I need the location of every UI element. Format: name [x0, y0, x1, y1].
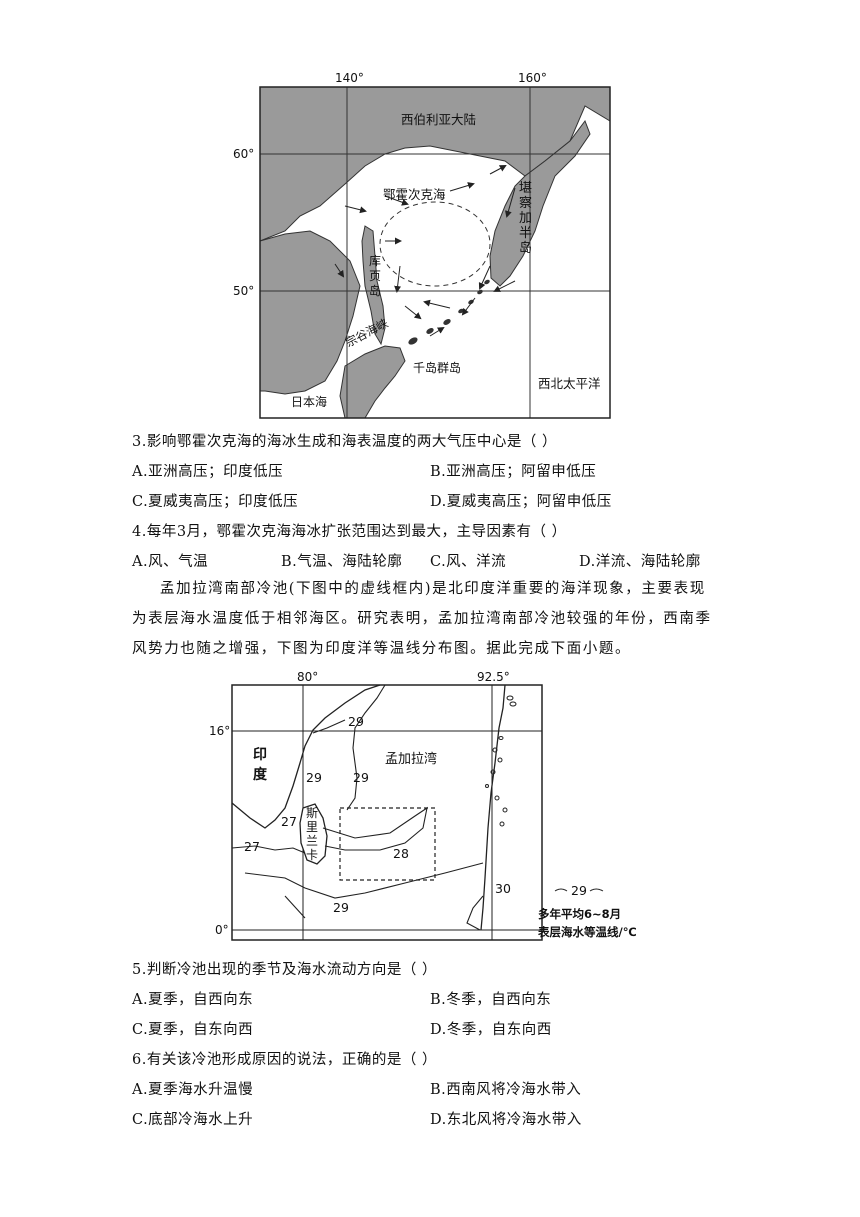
q4-stem: 4.每年3月，鄂霍次克海海冰扩张范围达到最大，主导因素有（ ） — [132, 524, 567, 540]
q3-option-c: C.夏威夷高压；印度低压 — [132, 494, 299, 510]
q6-option-d: D.东北风将冷海水带入 — [430, 1112, 582, 1128]
q5-stem: 5.判断冷池出现的季节及海水流动方向是（ ） — [132, 962, 437, 978]
bay-label: 孟加拉湾 — [385, 751, 437, 767]
lat-60-label: 60° — [233, 147, 254, 161]
sakhalin-label: 库页岛 — [369, 254, 382, 298]
pacific-label: 西北太平洋 — [538, 376, 601, 391]
india-label: 印度 — [253, 747, 267, 783]
isotherm-label-29d: 29 — [333, 900, 349, 915]
lon-80-label: 80° — [297, 670, 318, 684]
okhotsk-map: 140° 160° 60° 50° 西伯利亚大陆 鄂霍次克海 千岛群岛 西北太平… — [225, 66, 615, 422]
srilanka-island — [299, 803, 328, 865]
q3-option-b: B.亚洲高压；阿留申低压 — [430, 464, 597, 480]
isotherm-label-28: 28 — [393, 846, 409, 861]
isotherm-label-29b: 29 — [306, 770, 322, 785]
isotherm-label-27b: 27 — [244, 839, 260, 854]
q3-stem: 3.影响鄂霍次克海的海冰生成和海表温度的两大气压中心是（ ） — [132, 434, 557, 450]
kuril-label: 千岛群岛 — [413, 360, 461, 375]
isotherm-label-27a: 27 — [281, 814, 297, 829]
q5-option-d: D.冬季，自东向西 — [430, 1022, 552, 1038]
india-coastline — [231, 684, 381, 829]
q6-option-a: A.夏季海水升温慢 — [132, 1082, 254, 1098]
legend-line-1: 多年平均6~8月 — [538, 907, 621, 921]
q6-option-c: C.底部冷海水上升 — [132, 1112, 254, 1128]
japansea-label: 日本海 — [291, 394, 327, 409]
q5-option-b: B.冬季，自西向东 — [430, 992, 552, 1008]
q4-option-b: B.气温、海陆轮廓 — [281, 554, 403, 570]
legend-line-2: 表层海水等温线/℃ — [537, 925, 637, 939]
andaman-islands — [485, 695, 517, 827]
kamchatka-label: 堪察加半岛 — [519, 181, 533, 256]
q3-option-a: A.亚洲高压；印度低压 — [132, 464, 284, 480]
isotherm-label-30: 30 — [495, 881, 511, 896]
bengal-map: 29 29 29 27 27 28 29 30 80° 92.5° 16° 0°… — [205, 668, 675, 950]
japan-land — [339, 345, 406, 419]
q4-option-a: A.风、气温 — [132, 554, 209, 570]
intro-line-1: 孟加拉湾南部冷池(下图中的虚线框内)是北印度洋重要的海洋现象，主要表现 — [160, 581, 706, 597]
lat-16-label: 16° — [209, 724, 230, 738]
siberia-label: 西伯利亚大陆 — [401, 112, 476, 127]
west-land — [259, 230, 361, 395]
okhotsk-map-svg: 140° 160° 60° 50° 西伯利亚大陆 鄂霍次克海 千岛群岛 西北太平… — [233, 71, 611, 419]
isotherm-label-29a: 29 — [348, 714, 364, 729]
q6-stem: 6.有关该冷池形成原因的说法，正确的是（ ） — [132, 1052, 437, 1068]
bengal-map-svg: 29 29 29 27 27 28 29 30 80° 92.5° 16° 0°… — [209, 670, 637, 941]
isotherm-label-29c: 29 — [353, 770, 369, 785]
intro-line-3: 风势力也随之增强，下图为印度洋等温线分布图。据此完成下面小题。 — [132, 641, 632, 657]
lat-0-label: 0° — [215, 923, 229, 937]
q6-option-b: B.西南风将冷海水带入 — [430, 1082, 582, 1098]
sakhalin-island — [361, 225, 386, 346]
east-coastline — [480, 684, 506, 931]
lon-925-label: 92.5° — [477, 670, 510, 684]
q5-option-a: A.夏季，自西向东 — [132, 992, 254, 1008]
intro-line-2: 为表层海水温度低于相邻海区。研究表明，孟加拉湾南部冷池较强的年份，西南季 — [132, 611, 712, 627]
srilanka-label: 斯里兰卡 — [306, 806, 319, 862]
legend-sample-value: 29 — [571, 883, 587, 898]
q4-option-c: C.风、洋流 — [430, 554, 507, 570]
kamchatka-land — [489, 119, 591, 287]
lat-50-label: 50° — [233, 284, 254, 298]
lon-160-label: 160° — [518, 71, 547, 85]
q3-option-d: D.夏威夷高压；阿留申低压 — [430, 494, 612, 510]
lon-140-label: 140° — [335, 71, 364, 85]
q5-option-c: C.夏季，自东向西 — [132, 1022, 254, 1038]
okhotsk-label: 鄂霍次克海 — [383, 187, 446, 202]
q4-option-d: D.洋流、海陆轮廓 — [579, 554, 701, 570]
cold-pool-box — [339, 807, 436, 881]
